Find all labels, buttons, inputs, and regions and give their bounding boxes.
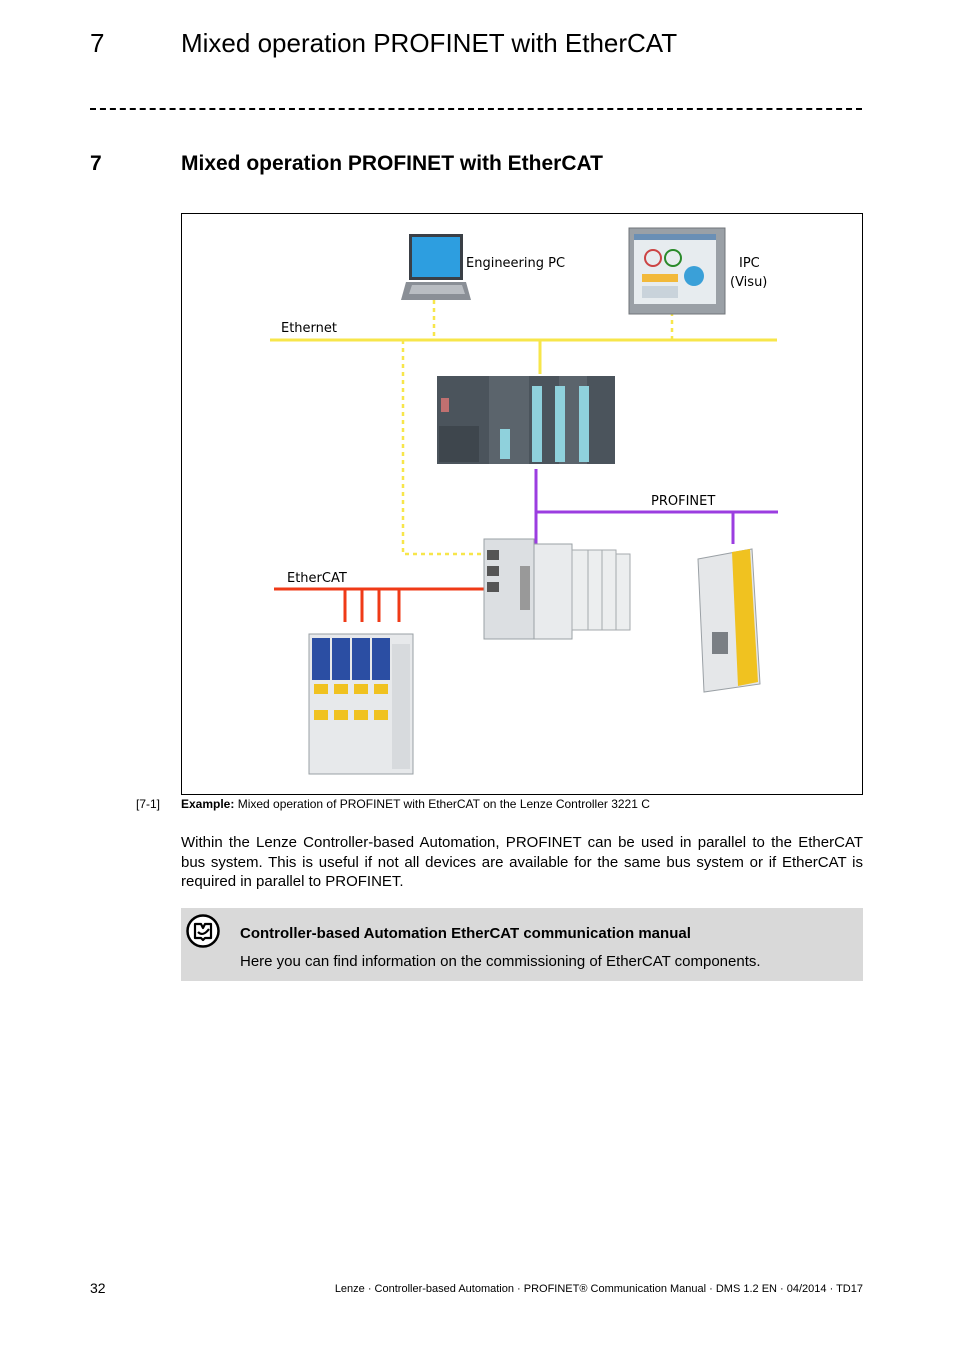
section-title: Mixed operation PROFINET with EtherCAT: [181, 152, 603, 175]
figure-caption: Example: Mixed operation of PROFINET wit…: [181, 797, 650, 811]
header-chapter-number: 7: [90, 28, 105, 58]
network-diagram: Engineering PC IPC (Visu) Ethernet PROFI…: [181, 213, 863, 795]
laptop-icon: [401, 234, 471, 300]
ethernet-bus: [270, 300, 777, 556]
ipc-visu-label: (Visu): [730, 275, 767, 290]
header-divider: [90, 108, 862, 110]
ethernet-label: Ethernet: [281, 321, 337, 336]
ethercat-bus: [274, 587, 487, 622]
ipc-label: IPC: [739, 256, 760, 271]
note-title: Controller-based Automation EtherCAT com…: [240, 925, 691, 942]
body-paragraph: Within the Lenze Controller-based Automa…: [181, 834, 863, 890]
page-number: 32: [90, 1280, 106, 1296]
figure-caption-number: [7-1]: [136, 797, 161, 811]
ipc-panel-icon: [628, 227, 726, 315]
header-chapter-title: Mixed operation PROFINET with EtherCAT: [181, 28, 678, 58]
figure-caption-text: Mixed operation of PROFINET with EtherCA…: [234, 797, 650, 811]
profinet-label: PROFINET: [651, 494, 715, 509]
inverter-icon: [697, 548, 761, 693]
servo-drives-icon: [308, 633, 414, 775]
manual-reference-icon: [186, 914, 220, 948]
note-box: Controller-based Automation EtherCAT com…: [181, 908, 863, 981]
network-diagram-canvas: Engineering PC IPC (Visu) Ethernet PROFI…: [270, 227, 778, 775]
plc-rack-icon: [437, 376, 615, 464]
engineering-pc-label: Engineering PC: [466, 256, 565, 271]
ethercat-label: EtherCAT: [287, 571, 347, 586]
footer-text: Lenze · Controller-based Automation · PR…: [334, 1283, 863, 1295]
note-text: Here you can find information on the com…: [240, 953, 761, 970]
section-number: 7: [90, 152, 102, 175]
figure-caption-prefix: Example:: [181, 797, 235, 811]
controller-icon: [483, 538, 631, 640]
